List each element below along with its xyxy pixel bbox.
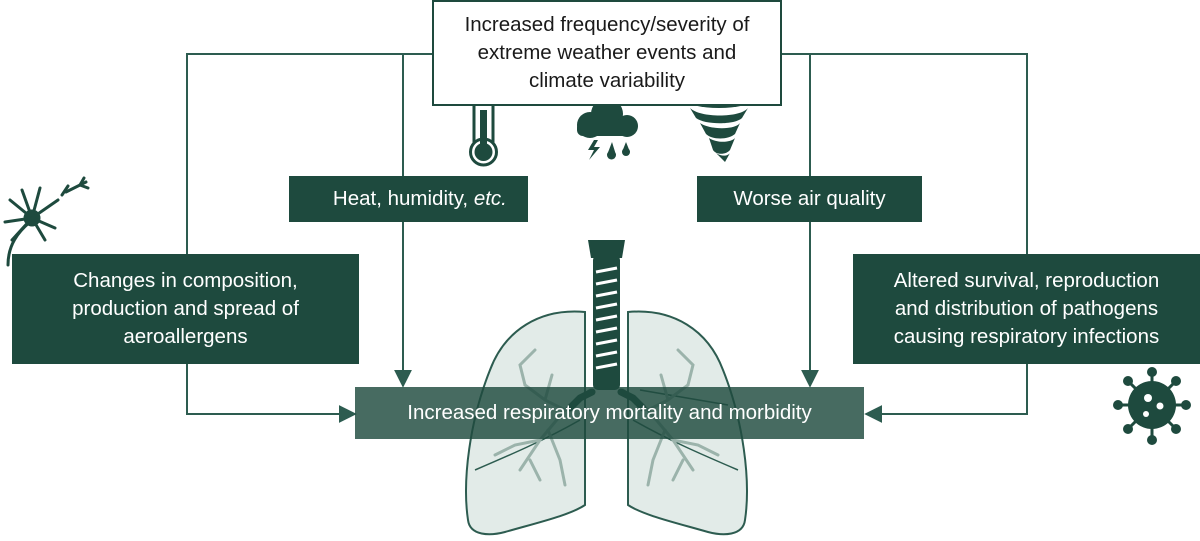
heat-humidity-text: Heat, humidity, <box>332 187 474 210</box>
connector-lines <box>186 53 1028 423</box>
pathogens-line-3: causing respiratory infections <box>893 325 1160 348</box>
respiratory-outcome-text: Increased respiratory mortality and morb… <box>407 401 812 424</box>
respiratory-outcome-box: Increased respiratory mortality and morb… <box>355 387 864 439</box>
aeroallergens-box: Changes in composition, production and s… <box>12 254 359 364</box>
aeroallergens-line-3: aeroallergens <box>123 325 248 348</box>
climate-events-line-2: extreme weather events and <box>477 41 737 64</box>
air-quality-box: Worse air quality <box>697 176 922 222</box>
climate-events-line-1: Increased frequency/severity of <box>464 13 750 36</box>
climate-events-box: Increased frequency/severity of extreme … <box>432 0 782 106</box>
virus-icon <box>1113 367 1191 445</box>
dandelion-icon <box>3 176 90 267</box>
lungs-illustration <box>465 240 748 536</box>
pathogens-box: Altered survival, reproduction and distr… <box>853 254 1200 364</box>
thermometer-icon <box>469 90 498 167</box>
storm-cloud-icon <box>577 98 638 160</box>
climate-events-line-3: climate variability <box>528 69 686 92</box>
pathogens-line-2: and distribution of pathogens <box>894 297 1159 320</box>
pathogens-line-1: Altered survival, reproduction <box>893 269 1160 292</box>
heat-humidity-box: Heat, humidity, etc. <box>289 176 528 222</box>
heat-humidity-etc: etc. <box>473 187 507 210</box>
aeroallergens-line-1: Changes in composition, <box>73 269 298 292</box>
aeroallergens-line-2: production and spread of <box>72 297 299 320</box>
air-quality-text: Worse air quality <box>733 187 886 210</box>
